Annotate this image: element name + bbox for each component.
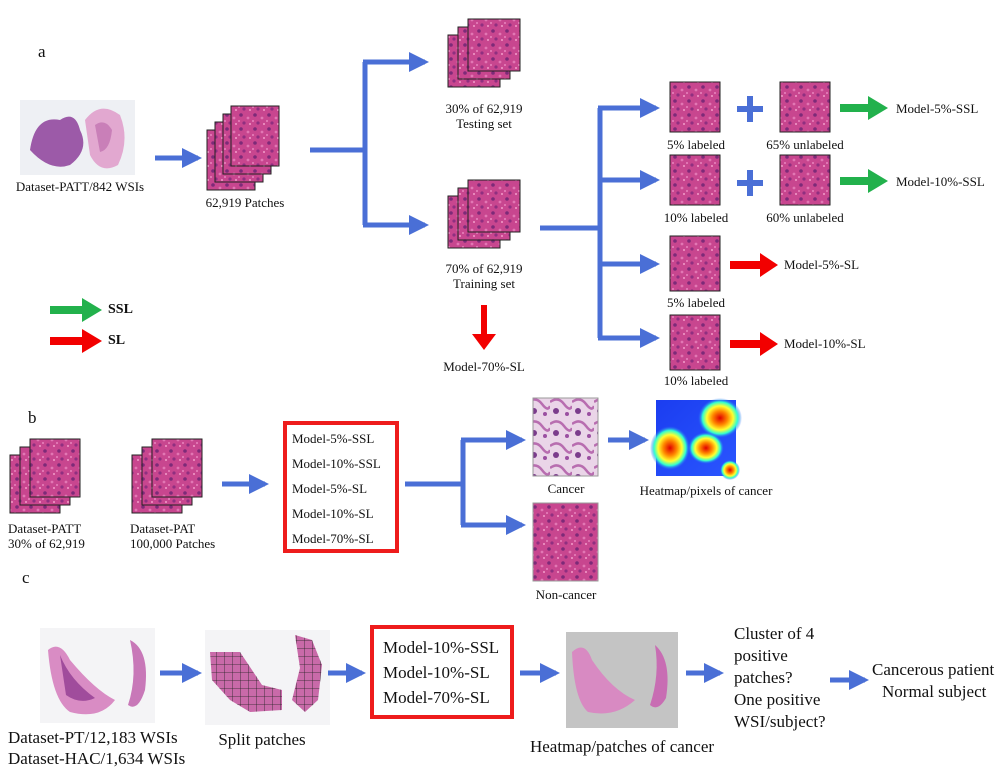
panel-b-graphics [9, 397, 742, 582]
model-list-b-2: Model-10%-SSL [292, 456, 381, 471]
training-set-pct: 70% of 62,919 [445, 261, 523, 276]
cancer-label: Cancer [547, 481, 585, 496]
label-5-labeled-2: 5% labeled [666, 295, 726, 310]
question-line-2: positive [734, 646, 788, 665]
testing-set-label: Testing set [456, 116, 512, 131]
plus-icons [737, 96, 763, 196]
label-60-unlabeled: 60% unlabeled [766, 210, 844, 225]
testing-set-stack [447, 18, 521, 88]
model-list-b-4: Model-10%-SL [292, 506, 374, 521]
green-arrows [50, 96, 888, 322]
dataset-patt-name: Dataset-PATT [8, 521, 82, 536]
model-10-sl-label: Model-10%-SL [784, 336, 866, 351]
outcome-normal: Normal subject [882, 682, 987, 701]
label-65-unlabeled: 65% unlabeled [766, 137, 844, 152]
question-line-1: Cluster of 4 [734, 624, 815, 643]
split-patches-image [205, 630, 330, 725]
panel-c-graphics [40, 625, 869, 728]
training-set-label: Training set [453, 276, 515, 291]
model-list-c-3: Model-70%-SL [383, 688, 490, 707]
model-5-ssl-label: Model-5%-SSL [896, 101, 979, 116]
legend-sl: SL [108, 333, 126, 348]
model-list-c-2: Model-10%-SL [383, 663, 490, 682]
cancer-patch [532, 397, 599, 477]
label-10-labeled-1: 10% labeled [663, 210, 729, 225]
model-list-b-1: Model-5%-SSL [292, 431, 375, 446]
patches-label: 62,919 Patches [205, 195, 285, 210]
split-patches-label: Split patches [218, 730, 306, 749]
label-5-labeled-1: 5% labeled [666, 137, 726, 152]
panel-label-c: c [22, 568, 30, 587]
panel-label-a: a [38, 42, 46, 61]
model-list-b-5: Model-70%-SL [292, 531, 374, 546]
model-70-sl-label: Model-70%-SL [443, 359, 525, 374]
non-cancer-label: Non-cancer [535, 587, 597, 602]
panel-label-b: b [28, 408, 37, 427]
training-set-stack [447, 179, 521, 249]
model-list-b-3: Model-5%-SL [292, 481, 368, 496]
non-cancer-patch [532, 502, 599, 582]
model-5-sl-label: Model-5%-SL [784, 257, 860, 272]
model-list-c-1: Model-10%-SSL [383, 638, 500, 657]
red-arrows [50, 253, 778, 356]
question-line-3: patches? [734, 668, 793, 687]
heatmap-label: Heatmap/pixels of cancer [639, 483, 773, 498]
wsi-thumbnail-c [40, 628, 155, 723]
dataset-patt-stack [9, 438, 81, 514]
label-10-labeled-2: 10% labeled [663, 373, 729, 388]
patch-stack-62919 [206, 105, 280, 191]
dataset-pat-size: 100,000 Patches [130, 536, 216, 551]
legend-ssl: SSL [108, 302, 133, 317]
dataset-pat-name: Dataset-PAT [130, 521, 196, 536]
outcome-cancerous: Cancerous patient [872, 660, 995, 679]
dataset-hac-label: Dataset-HAC/1,634 WSIs [8, 749, 186, 768]
dataset-pat-stack [131, 438, 203, 514]
heatmap-patches-label: Heatmap/patches of cancer [529, 737, 715, 756]
model-box-b [283, 421, 399, 553]
model-10-ssl-label: Model-10%-SSL [896, 174, 985, 189]
model-box-c [370, 625, 514, 719]
wsi-thumbnail-a [20, 100, 135, 175]
panel-a-graphics [20, 18, 888, 371]
dataset-patt-size: 30% of 62,919 [8, 536, 85, 551]
labeled-patches [669, 81, 831, 371]
heatmap-patches-image [566, 632, 678, 728]
testing-set-pct: 30% of 62,919 [445, 101, 523, 116]
wsi-label-a: Dataset-PATT/842 WSIs [15, 179, 145, 194]
dataset-pt-label: Dataset-PT/12,183 WSIs [8, 728, 178, 747]
question-line-5: WSI/subject? [734, 712, 826, 731]
question-line-4: One positive [734, 690, 821, 709]
split-arrows [310, 52, 660, 348]
heatmap-image [650, 398, 742, 480]
